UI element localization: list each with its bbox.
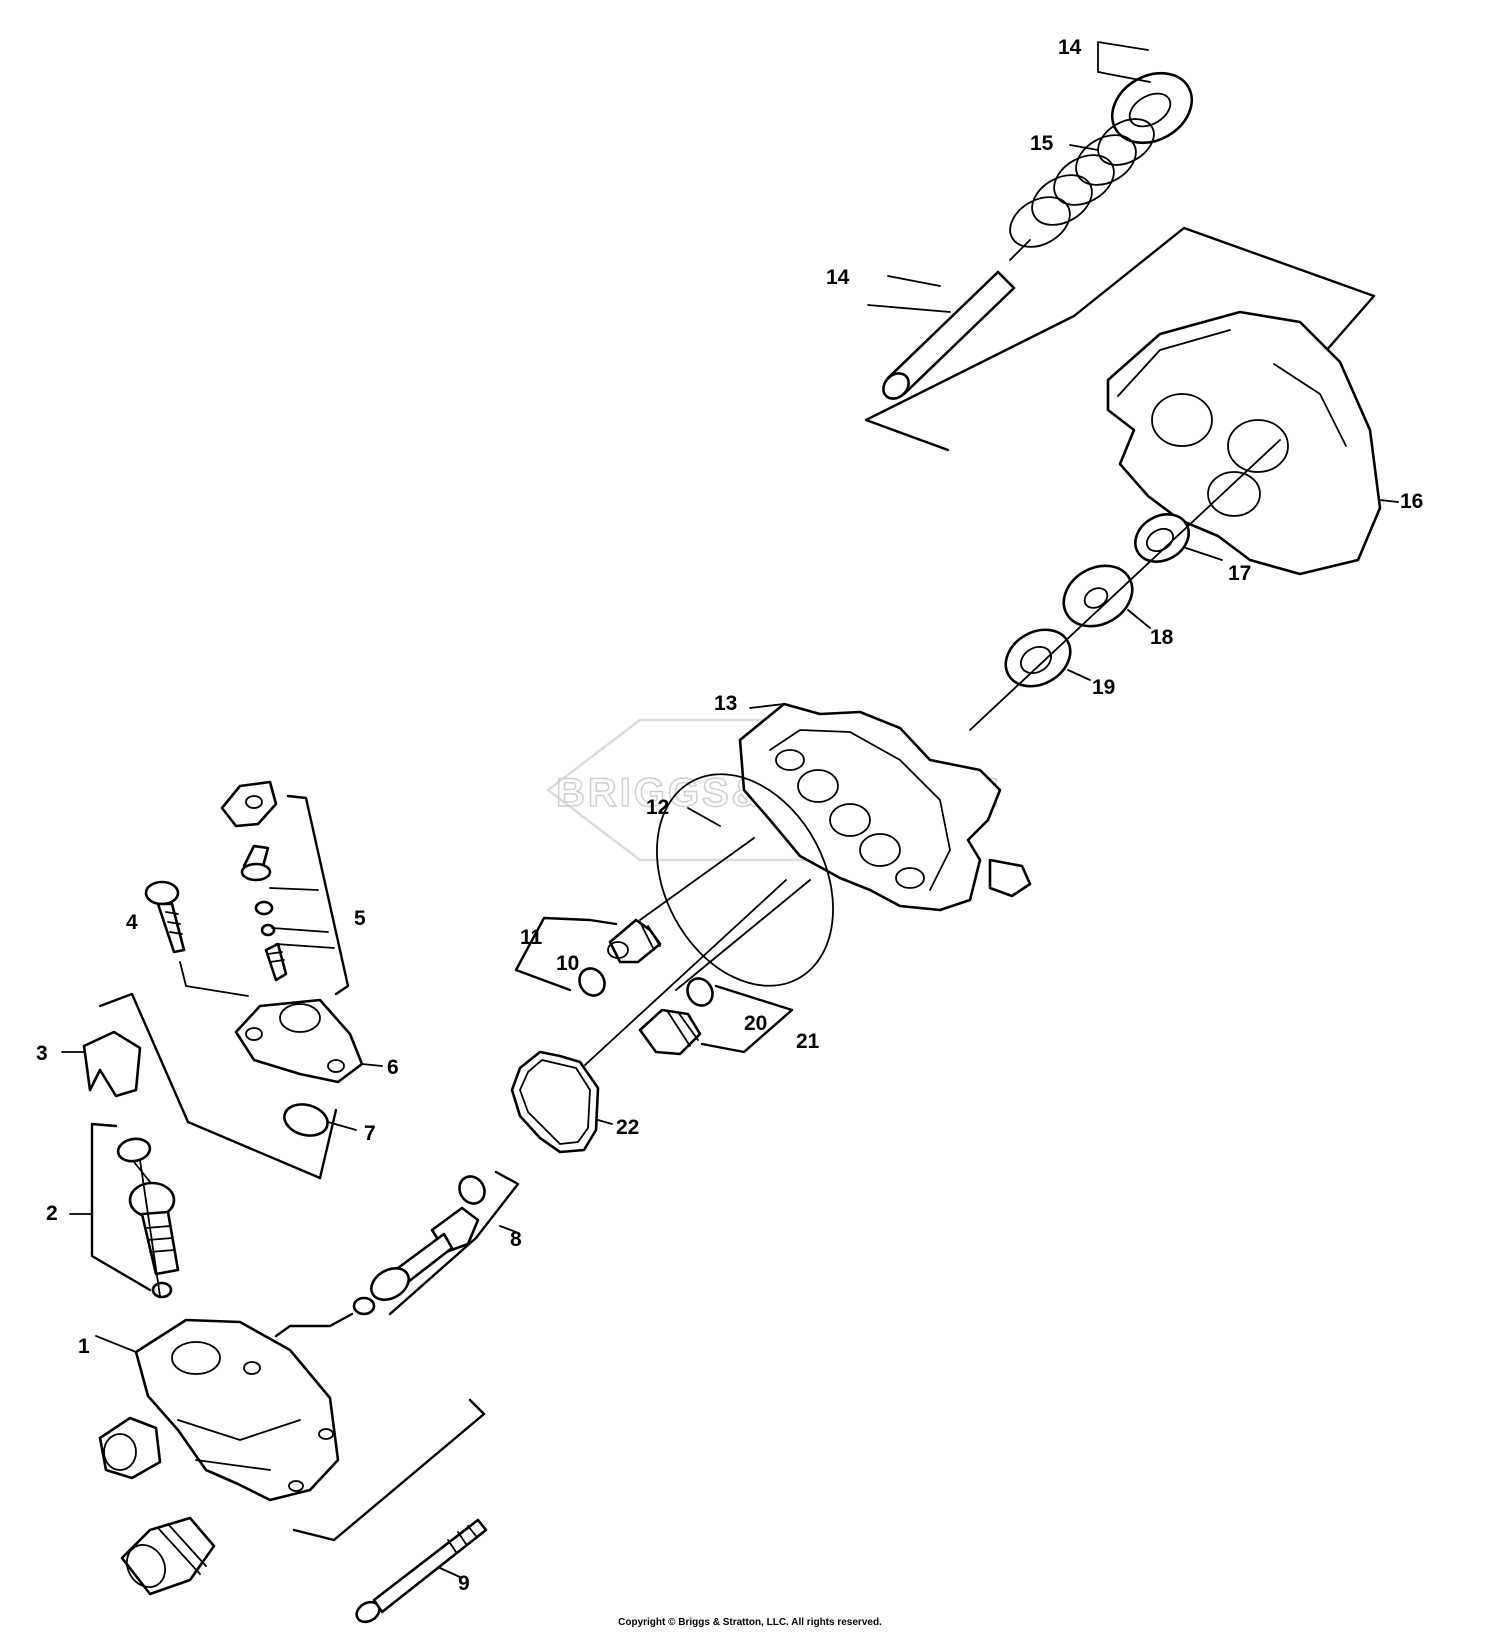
- callout-16: 16: [1400, 490, 1423, 513]
- callout-9: 9: [458, 1572, 470, 1595]
- callout-18: 18: [1150, 626, 1174, 649]
- callout-1: 1: [78, 1335, 90, 1358]
- part-2-plug-assembly: [116, 1137, 180, 1299]
- callout-2: 2: [46, 1202, 58, 1225]
- part-21-valve-b: [638, 1008, 702, 1056]
- callout-22: 22: [616, 1116, 639, 1139]
- callout-14-top: 14: [1058, 36, 1082, 59]
- callout-13: 13: [714, 692, 737, 715]
- part-14-top-retainer: [1097, 41, 1194, 145]
- bracket-parts-10-11: [514, 916, 592, 992]
- bracket-plunger-group: [864, 226, 1376, 452]
- axis-line-1-3: [139, 1159, 161, 1297]
- part-5-unloader-kit: [220, 780, 288, 982]
- part-6-unloader-body: [234, 998, 383, 1084]
- bracket-part-9: [292, 1398, 486, 1542]
- callout-11: 11: [520, 926, 543, 949]
- bracket-part-8: [388, 1170, 520, 1316]
- callout-20: 20: [744, 1012, 767, 1035]
- part-15-spring: [1009, 118, 1155, 248]
- part-13-pump-head: [738, 702, 1032, 912]
- part-8-piston-kit: [352, 1175, 486, 1316]
- callout-5: 5: [354, 907, 366, 930]
- callout-labels: 1 2 3 4 5 6 7 8 9 10 11 12 13 14 14 15 1…: [36, 36, 1423, 1595]
- part-10-valve-o-ring: [578, 967, 606, 997]
- copyright-notice: Copyright © Briggs & Stratton, LLC. All …: [618, 1617, 882, 1628]
- part-1-manifold: [95, 1318, 340, 1596]
- axis-line-16-19: [969, 439, 1281, 731]
- callout-8: 8: [510, 1228, 522, 1251]
- bracket-parts-20-21: [700, 984, 794, 1054]
- callout-7: 7: [364, 1122, 376, 1145]
- bracket-part-2: [90, 1122, 152, 1292]
- callout-4: 4: [126, 911, 138, 934]
- callout-17: 17: [1228, 562, 1251, 585]
- part-14-plunger-pin: [867, 239, 1031, 400]
- part-22-gasket: [510, 1050, 613, 1154]
- callout-15: 15: [1030, 132, 1054, 155]
- callout-6: 6: [387, 1056, 399, 1079]
- part-17-seal: [1134, 513, 1223, 563]
- leader-part-4: [179, 961, 249, 997]
- part-11-valve-a: [607, 918, 662, 964]
- part-4-screw: [144, 880, 186, 954]
- callout-14-pin: 14: [826, 266, 850, 289]
- callout-3: 3: [36, 1042, 48, 1065]
- part-12-o-ring: [656, 773, 834, 987]
- part-7-o-ring: [283, 1103, 357, 1137]
- part-19-bearing: [1004, 628, 1091, 688]
- part-20-valve-o-ring: [686, 977, 714, 1007]
- part-3-sleeve: [61, 1030, 142, 1098]
- part-18-washer: [1062, 564, 1151, 629]
- callout-21: 21: [796, 1030, 820, 1053]
- part-16-crankcase-housing: [1106, 310, 1399, 576]
- axis-line-22-13: [584, 879, 787, 1066]
- callout-12: 12: [646, 796, 669, 819]
- bracket-parts-3-7: [98, 992, 322, 1180]
- callout-10: 10: [556, 952, 579, 975]
- bracket-part-5: [286, 794, 350, 996]
- callout-19: 19: [1092, 676, 1115, 699]
- part-9-bolt: [355, 1518, 488, 1624]
